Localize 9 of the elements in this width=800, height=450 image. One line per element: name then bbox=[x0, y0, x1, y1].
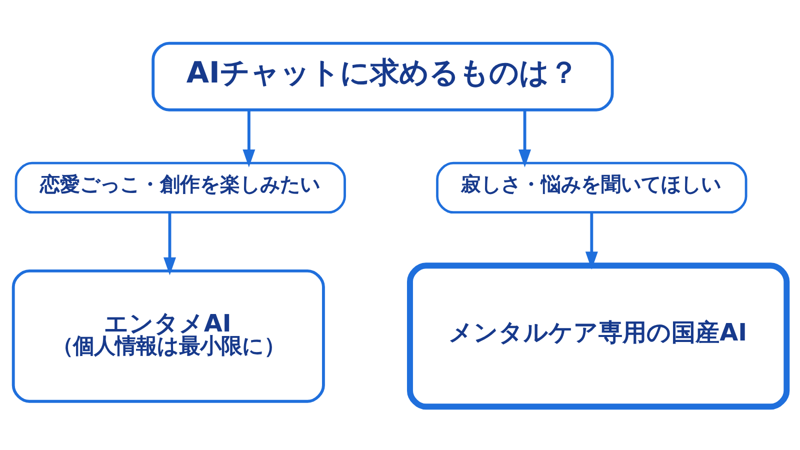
node-box: エンタメAI （個人情報は最小限に） bbox=[12, 269, 325, 403]
arrow bbox=[163, 212, 176, 276]
arrow bbox=[518, 110, 532, 168]
node-box: 恋愛ごっこ・創作を楽しみたい bbox=[14, 162, 346, 214]
node-box: メンタルケア専用の国産AI bbox=[406, 262, 790, 410]
arrow bbox=[242, 110, 256, 168]
arrow bbox=[585, 212, 598, 270]
node-box: AIチャットに求めるものは？ bbox=[152, 42, 614, 112]
node-box: 寂しさ・悩みを聞いてほしい bbox=[436, 162, 748, 214]
